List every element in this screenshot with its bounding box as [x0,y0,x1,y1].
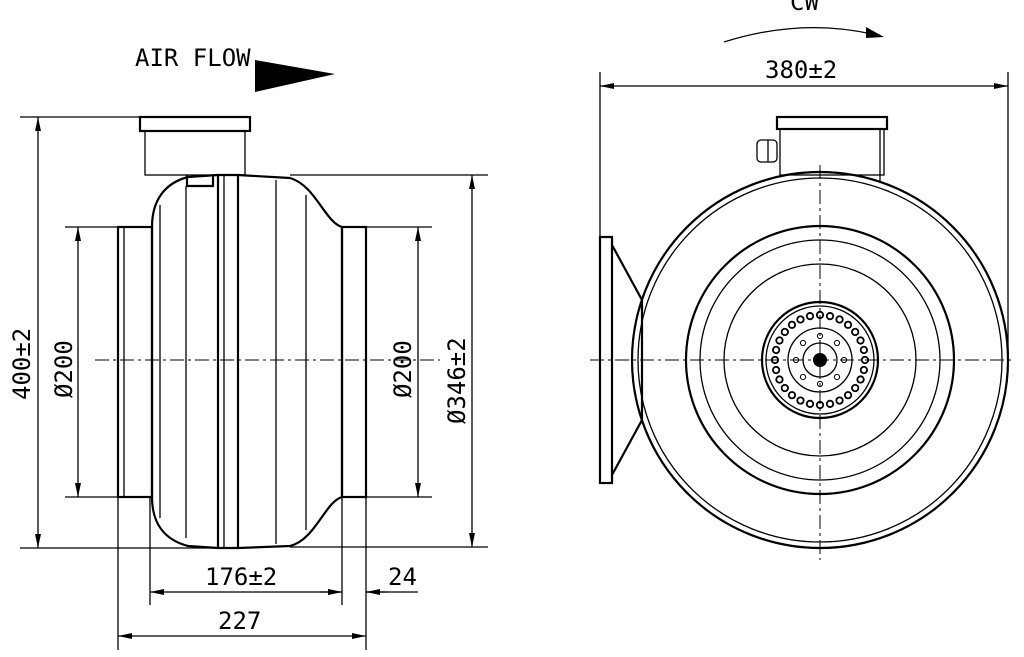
height-dimension: 400±2 [8,328,36,400]
hole [805,399,815,408]
hole [796,315,805,324]
hole [780,383,789,393]
hole [835,315,844,324]
hole [843,391,853,400]
hole [816,380,824,388]
rotation-label: CW [790,0,819,16]
hole [775,375,784,384]
collar-length-dimension: 24 [388,563,417,591]
body-length-dimension: 176±2 [205,563,277,591]
inlet-diameter-dimension: Ø200 [50,340,78,398]
hole [799,373,807,381]
air-flow-arrow-icon [255,60,335,92]
inlet-collar [116,225,154,499]
hole [851,383,860,393]
hole [796,396,805,405]
hole [856,336,865,345]
motor-bolt-circle [770,310,870,410]
outlet-collar [340,225,368,499]
width-dimension: 380±2 [765,56,837,84]
hole [825,312,835,321]
rotation-arrow-icon [723,26,873,43]
front-view: CW 380±2 [590,0,1015,560]
hole [772,365,781,375]
junction-box [138,115,252,188]
hole [856,375,865,384]
cable-gland [756,139,778,163]
air-flow-label: AIR FLOW [135,44,251,72]
hole [835,396,844,405]
hole [799,339,807,347]
fan-body [150,173,344,550]
hole [805,312,815,321]
overall-length-dimension: 227 [218,607,261,635]
hole [775,336,784,345]
side-view: AIR FLOW [8,44,488,650]
hole [833,339,841,347]
body-diameter-dimension: Ø346±2 [443,337,471,424]
hole [833,373,841,381]
hole [843,320,853,329]
hole [859,365,868,375]
hole [780,327,789,337]
outlet-diameter-dimension: Ø200 [389,340,417,398]
hole [787,391,797,400]
hole [787,320,797,329]
hole [825,399,835,408]
hole [772,345,781,355]
hole [859,345,868,355]
hole [851,327,860,337]
